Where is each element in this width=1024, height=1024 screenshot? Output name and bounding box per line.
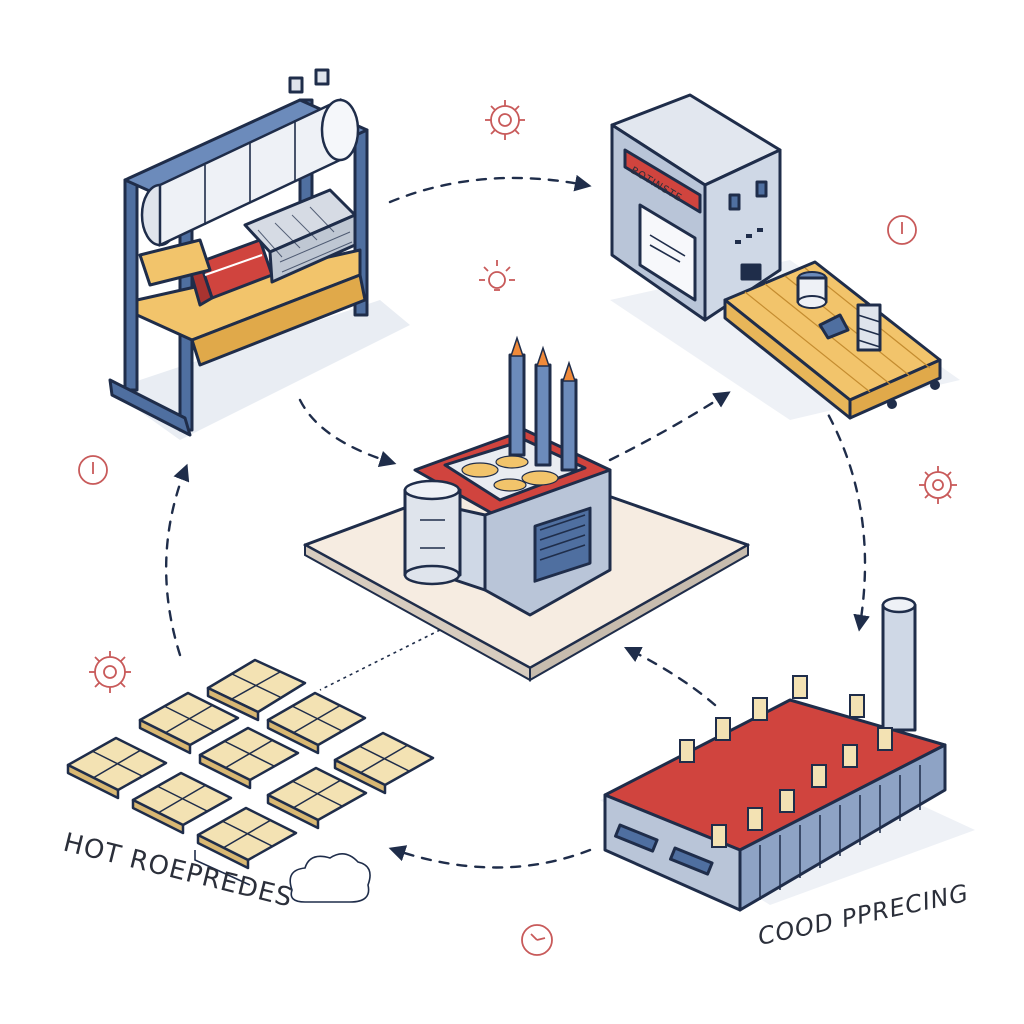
power-icon — [887, 215, 917, 245]
gear-icon — [485, 100, 525, 140]
tile — [266, 691, 367, 755]
conveyor-table-icon — [723, 260, 942, 420]
arrow-tiles-to-warehouse — [165, 463, 190, 657]
tile — [196, 806, 298, 870]
arrow-warehouse-to-center — [298, 398, 397, 467]
tile — [131, 771, 233, 835]
lightbulb-icon — [479, 260, 515, 291]
arrow-plant-to-center — [623, 646, 717, 707]
tile-stack-icon — [66, 658, 435, 886]
tile — [138, 691, 240, 755]
tile — [206, 658, 307, 722]
power-icon — [78, 455, 108, 485]
gear-icon — [919, 466, 957, 504]
arrow-plant-to-tiles — [388, 845, 592, 869]
arrow-center-to-factory — [608, 391, 731, 462]
dotted-link-center-to-tiles — [319, 629, 441, 691]
gear-icon — [89, 651, 131, 693]
cycle-arrows — [165, 174, 870, 869]
cloud-icon — [289, 853, 371, 903]
warehouse-rack-icon — [108, 68, 410, 440]
tile — [198, 726, 300, 790]
central-furnace-icon — [303, 335, 750, 682]
processing-plant-icon — [600, 596, 975, 912]
clock-icon — [521, 924, 553, 956]
tile — [266, 766, 368, 830]
tile — [333, 731, 435, 795]
arrow-factory-to-plant — [818, 398, 870, 632]
arrow-warehouse-to-factory — [388, 174, 592, 204]
tile — [66, 736, 168, 800]
